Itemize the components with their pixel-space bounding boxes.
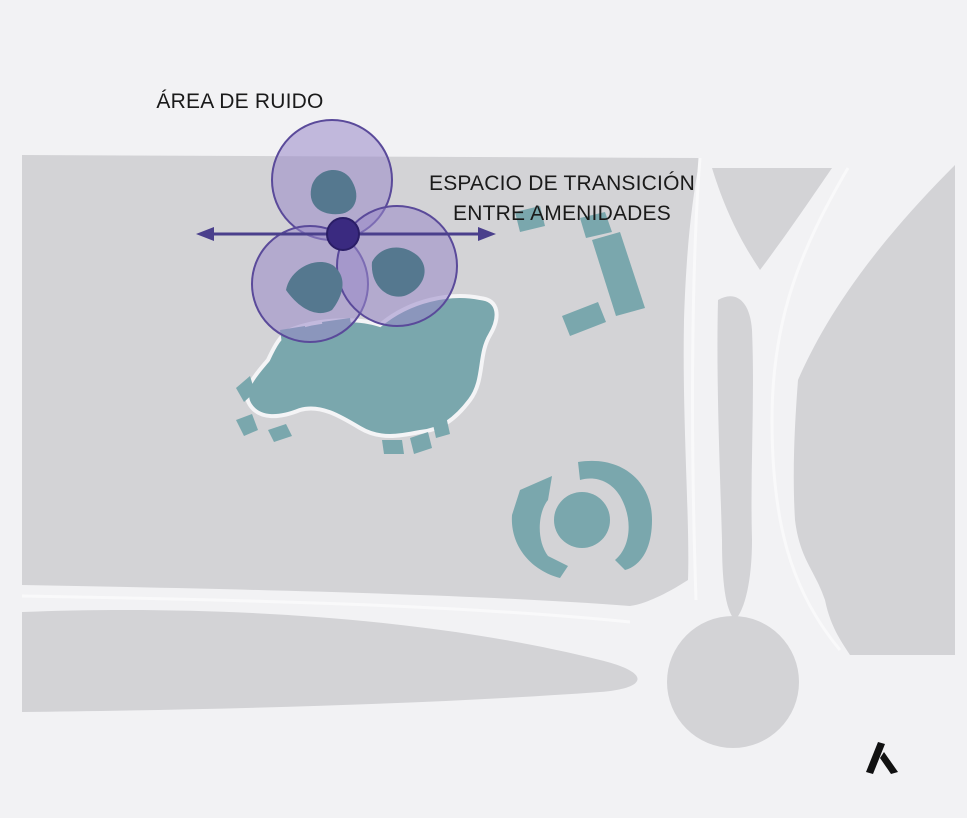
amenity-building bbox=[515, 206, 545, 232]
noise-center-dot bbox=[326, 217, 360, 251]
brand-logo bbox=[866, 742, 898, 774]
cabana bbox=[236, 376, 255, 402]
cabana bbox=[432, 416, 450, 438]
amenity-building bbox=[592, 232, 645, 316]
roundabout bbox=[667, 616, 799, 748]
cabana bbox=[382, 440, 404, 454]
logo-mark-right bbox=[880, 752, 898, 774]
plaza-center bbox=[554, 492, 610, 548]
logo-mark-left bbox=[866, 742, 885, 774]
cabana bbox=[268, 424, 292, 442]
amenity-building bbox=[580, 212, 612, 238]
label-noise-area: ÁREA DE RUIDO bbox=[156, 90, 323, 113]
land-median-triangle bbox=[712, 168, 832, 270]
land-parcel-right bbox=[793, 165, 955, 655]
cabana bbox=[410, 432, 432, 454]
arc-pavilion-left bbox=[511, 476, 568, 578]
deep-water-shape bbox=[286, 262, 343, 314]
noise-zone bbox=[251, 119, 458, 343]
road-edge-line bbox=[770, 167, 850, 651]
arc-pavilion-right bbox=[578, 460, 652, 570]
arrow-head-left bbox=[196, 227, 214, 241]
road-edge-line bbox=[691, 157, 702, 601]
cabana bbox=[236, 414, 258, 436]
label-transition-line1: ESPACIO DE TRANSICIÓN bbox=[429, 172, 695, 195]
deep-water-shape bbox=[310, 169, 357, 215]
arrow-head-right bbox=[478, 227, 496, 241]
amenity-building bbox=[562, 302, 606, 336]
road-median bbox=[717, 296, 753, 620]
deep-water-shape bbox=[371, 247, 425, 297]
road-edge-line bbox=[21, 594, 631, 624]
label-transition-line2: ENTRE AMENIDADES bbox=[453, 202, 671, 225]
land-strip-lower bbox=[22, 609, 638, 712]
